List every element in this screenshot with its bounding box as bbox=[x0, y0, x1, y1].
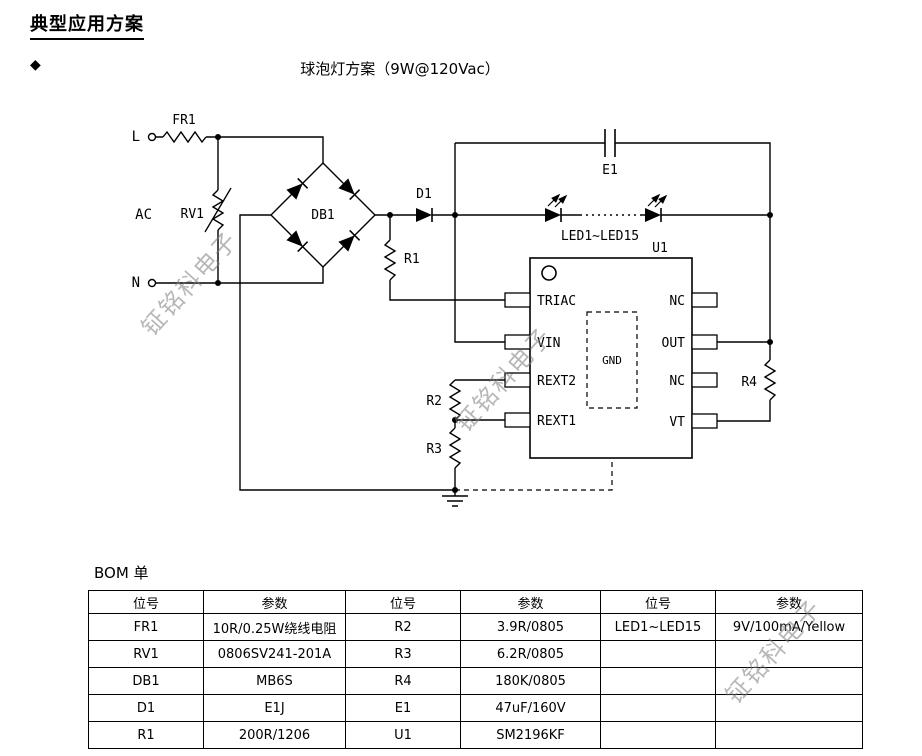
bom-cell: FR1 bbox=[88, 613, 204, 641]
r2-label: R2 bbox=[426, 394, 442, 409]
bom-header-cell: 位号 bbox=[345, 590, 461, 614]
junction-dots bbox=[215, 134, 773, 493]
bom-header-cell: 位号 bbox=[600, 590, 716, 614]
bom-cell: R2 bbox=[345, 613, 461, 641]
bom-cell: DB1 bbox=[88, 667, 204, 695]
terminal-ac-label: AC bbox=[135, 207, 152, 223]
bom-row: R1 200R/1206 U1 SM2196KF bbox=[88, 721, 863, 749]
circuit-schematic: L AC N FR1 RV1 DB1 D1 R1 E1 LED1~LED15 U… bbox=[132, 113, 777, 507]
bom-cell: R3 bbox=[345, 640, 461, 668]
pin-gnd-label: GND bbox=[602, 354, 622, 367]
rv1-label: RV1 bbox=[181, 207, 204, 222]
varistor-strike bbox=[204, 187, 232, 233]
bom-header-row: 位号 参数 位号 参数 位号 参数 bbox=[88, 590, 863, 614]
bridge-rectifier-db1 bbox=[270, 162, 376, 268]
bom-cell: E1J bbox=[203, 694, 346, 722]
r4-label: R4 bbox=[741, 375, 757, 390]
bom-cell: MB6S bbox=[203, 667, 346, 695]
bom-cell: 200R/1206 bbox=[203, 721, 346, 749]
bom-row: RV1 0806SV241-201A R3 6.2R/0805 bbox=[88, 640, 863, 668]
resistor-fr1 bbox=[162, 130, 207, 144]
terminal-l-label: L bbox=[132, 129, 140, 145]
bom-header-cell: 位号 bbox=[88, 590, 204, 614]
bom-cell: LED1~LED15 bbox=[600, 613, 716, 641]
bom-cell: 180K/0805 bbox=[460, 667, 601, 695]
bom-cell: E1 bbox=[345, 694, 461, 722]
resistor-r4 bbox=[763, 359, 777, 401]
bom-cell: 47uF/160V bbox=[460, 694, 601, 722]
bom-cell bbox=[600, 667, 716, 695]
pin-triac-label: TRIAC bbox=[537, 294, 576, 309]
led-led15-icon bbox=[644, 207, 662, 223]
bom-row: FR1 10R/0.25W绕线电阻 R2 3.9R/0805 LED1~LED1… bbox=[88, 613, 863, 641]
schematic-caption: 球泡灯方案（9W@120Vac） bbox=[300, 60, 500, 78]
chip-pin1-marker-icon bbox=[541, 265, 557, 281]
ground-symbol bbox=[442, 495, 468, 507]
e1-label: E1 bbox=[602, 163, 618, 178]
bom-cell: R1 bbox=[88, 721, 204, 749]
terminal-n-icon bbox=[147, 278, 157, 288]
pin-rext2-label: REXT2 bbox=[537, 374, 576, 389]
fr1-label: FR1 bbox=[172, 113, 195, 128]
bom-cell bbox=[600, 640, 716, 668]
bom-title: BOM 单 bbox=[94, 564, 149, 582]
bom-header-cell: 参数 bbox=[460, 590, 601, 614]
led-led1-icon bbox=[544, 207, 562, 223]
led-emission-arrows-icon bbox=[547, 193, 668, 208]
terminal-l-icon bbox=[147, 132, 157, 142]
diode-d1 bbox=[415, 207, 433, 223]
page-title: 典型应用方案 bbox=[30, 10, 144, 40]
bom-header-cell: 参数 bbox=[203, 590, 346, 614]
resistor-r2 bbox=[448, 379, 462, 421]
db1-label: DB1 bbox=[311, 208, 334, 223]
bom-cell: D1 bbox=[88, 694, 204, 722]
bom-cell: 10R/0.25W绕线电阻 bbox=[203, 613, 346, 641]
pin-out-label: OUT bbox=[662, 336, 686, 351]
chip-u1-body bbox=[529, 257, 693, 459]
chip-pin-pads bbox=[504, 292, 718, 429]
bom-row: DB1 MB6S R4 180K/0805 bbox=[88, 667, 863, 695]
resistor-r3 bbox=[448, 427, 462, 469]
bom-cell bbox=[600, 721, 716, 749]
pin-vt-label: VT bbox=[669, 415, 685, 430]
pin-vin-label: VIN bbox=[537, 336, 560, 351]
bom-cell bbox=[715, 667, 863, 695]
bom-cell bbox=[715, 694, 863, 722]
r3-label: R3 bbox=[426, 442, 442, 457]
bom-cell: 9V/100mA/Yellow bbox=[715, 613, 863, 641]
bom-row: D1 E1J E1 47uF/160V bbox=[88, 694, 863, 722]
resistor-r1 bbox=[383, 239, 397, 281]
pin-rext1-label: REXT1 bbox=[537, 414, 576, 429]
u1-label: U1 bbox=[652, 241, 668, 256]
bom-cell: SM2196KF bbox=[460, 721, 601, 749]
d1-label: D1 bbox=[416, 187, 432, 202]
bom-cell: U1 bbox=[345, 721, 461, 749]
bom-header-cell: 参数 bbox=[715, 590, 863, 614]
bom-cell bbox=[715, 721, 863, 749]
capacitor-e1 bbox=[604, 129, 616, 157]
pin-nc-bottom-label: NC bbox=[669, 374, 685, 389]
bom-cell bbox=[600, 694, 716, 722]
bom-table: 位号 参数 位号 参数 位号 参数 FR1 10R/0.25W绕线电阻 R2 3… bbox=[88, 590, 863, 749]
bom-cell bbox=[715, 640, 863, 668]
bom-cell: 3.9R/0805 bbox=[460, 613, 601, 641]
led-string-label: LED1~LED15 bbox=[561, 229, 639, 244]
terminal-n-label: N bbox=[132, 275, 140, 291]
bom-cell: R4 bbox=[345, 667, 461, 695]
r1-label: R1 bbox=[404, 252, 420, 267]
bom-cell: 6.2R/0805 bbox=[460, 640, 601, 668]
bom-cell: RV1 bbox=[88, 640, 204, 668]
diamond-bullet: ◆ bbox=[30, 57, 41, 73]
pin-nc-top-label: NC bbox=[669, 294, 685, 309]
bom-cell: 0806SV241-201A bbox=[203, 640, 346, 668]
chip-gnd-box bbox=[586, 311, 638, 409]
